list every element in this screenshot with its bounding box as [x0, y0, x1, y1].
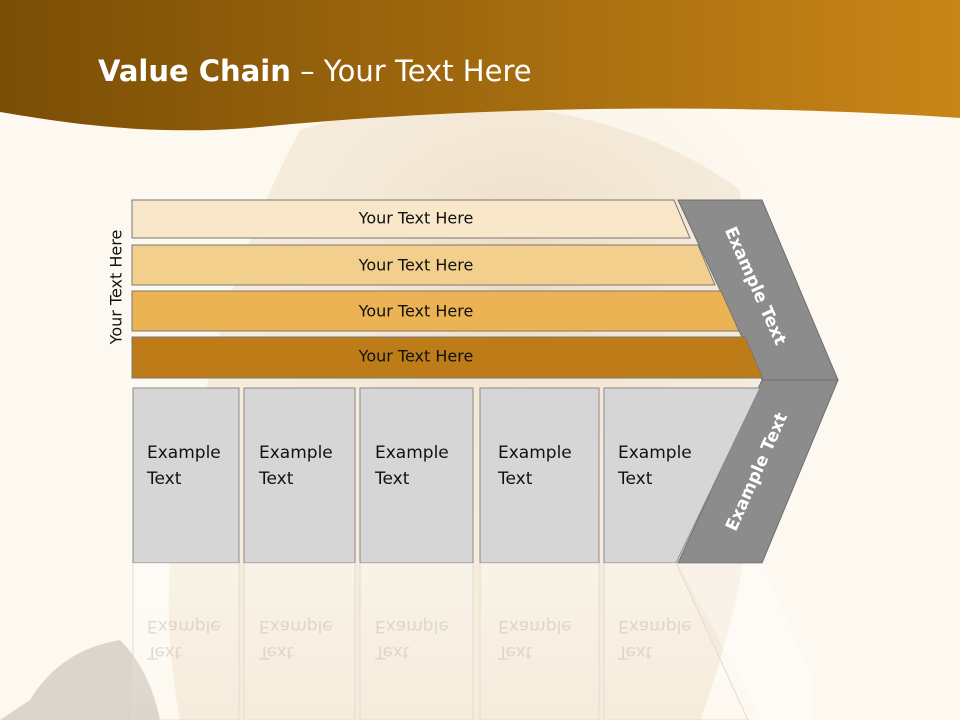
title-bold: Value Chain — [98, 54, 291, 88]
support-bar-1 — [131, 199, 691, 239]
activity-text-1-line2: Text — [147, 469, 182, 489]
activity-text-4-line1: Example — [498, 443, 572, 463]
activity-text-5-line2: Text — [618, 469, 653, 489]
activity-text-2-line1: Example — [259, 443, 333, 463]
activity-text-2: Example Text — [259, 440, 333, 492]
activity-text-3: Example Text — [375, 440, 449, 492]
support-bar-label-3: Your Text Here — [358, 302, 474, 321]
activity-box-1 — [132, 387, 240, 564]
activity-text-4-line2: Text — [498, 469, 533, 489]
activity-box-2 — [243, 387, 356, 564]
activity-text-5: Example Text — [618, 440, 692, 492]
activity-box-3 — [359, 387, 474, 564]
activity-text-4: Example Text — [498, 440, 572, 492]
support-bar-label-1: Your Text Here — [358, 209, 474, 228]
activity-box-4 — [479, 387, 600, 564]
title-rest: – Your Text Here — [290, 54, 532, 88]
activity-text-2-line2: Text — [259, 469, 294, 489]
activity-text-1: Example Text — [147, 440, 221, 492]
support-bar-3 — [131, 290, 740, 332]
activity-text-3-line1: Example — [375, 443, 449, 463]
slide-title: Value Chain – Your Text Here — [98, 54, 532, 88]
support-bar-label-4: Your Text Here — [358, 347, 474, 366]
support-bar-4 — [131, 336, 764, 379]
header-banner — [0, 0, 960, 131]
support-bar-label-2: Your Text Here — [358, 256, 474, 275]
activity-text-3-line2: Text — [375, 469, 410, 489]
support-activities: Your Text Here Your Text Here Your Text … — [131, 199, 764, 379]
activity-text-1-line1: Example — [147, 443, 221, 463]
activity-text-5-line1: Example — [618, 443, 692, 463]
support-bar-2 — [131, 244, 716, 286]
primary-activities — [132, 387, 761, 564]
margin-chevron-lower — [677, 379, 839, 564]
